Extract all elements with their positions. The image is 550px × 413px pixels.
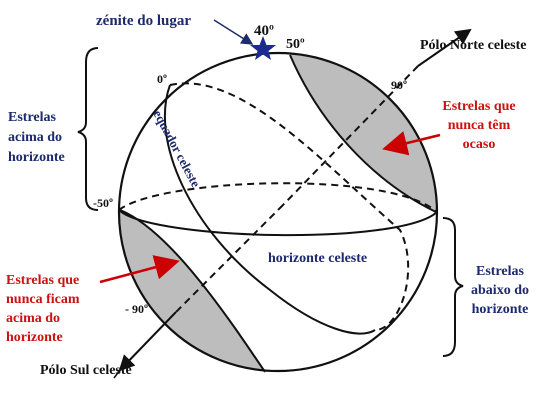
equator-back	[169, 82, 410, 331]
never-rise-line-1: Estrelas que	[6, 273, 79, 288]
horizon-front	[118, 209, 438, 237]
below-horizon-brace	[442, 217, 464, 357]
degree-minus90-label: - 90º	[125, 302, 148, 316]
degree-minus50-label: -50º	[93, 196, 113, 210]
never-rise-text: Estrelas que nunca ficam acima do horizo…	[6, 273, 80, 345]
north-pole-label: Pólo Norte celeste	[420, 38, 527, 53]
north-boundary-front	[289, 54, 437, 213]
south-pole-label: Pólo Sul celeste	[40, 363, 132, 378]
horizon-back	[118, 182, 438, 213]
below-line-2: abaixo do	[471, 283, 529, 298]
polar-axis-outer-south	[118, 311, 177, 372]
never-set-line-3: ocaso	[463, 137, 496, 152]
polar-axis-inside-north	[282, 65, 419, 206]
never-set-text: Estrelas que nunca têm ocaso	[442, 99, 515, 152]
never-set-line-2: nunca têm	[448, 118, 511, 133]
above-line-2: acima do	[8, 130, 62, 145]
zenith-arrow	[213, 19, 254, 45]
below-horizon-text: Estrelas abaixo do horizonte	[471, 264, 529, 317]
south-boundary-front	[119, 209, 266, 373]
polar-axis-inside-south	[175, 204, 284, 313]
star-icon	[250, 36, 276, 60]
above-line-1: Estrelas	[8, 110, 57, 125]
below-line-1: Estrelas	[476, 264, 525, 279]
degree-90-label: 90º	[391, 78, 407, 92]
degree-40-label: 40º	[254, 23, 274, 39]
never-rise-line-3: acima do	[6, 311, 60, 326]
never-set-line-1: Estrelas que	[442, 99, 515, 114]
south-pole-arrow-line	[113, 369, 121, 379]
never-set-arrow	[382, 131, 441, 156]
degree-0-label: 0º	[157, 72, 167, 86]
equator-front	[163, 84, 376, 335]
never-rise-arrow	[99, 255, 180, 284]
zenith-label: zénite do lugar	[96, 13, 191, 29]
degree-50-label: 50º	[286, 37, 305, 52]
horizon-label: horizonte celeste	[268, 251, 367, 266]
never-rise-line-2: nunca ficam	[6, 292, 80, 307]
polar-axis-outer-north	[417, 28, 472, 67]
below-line-3: horizonte	[472, 302, 529, 317]
above-horizon-text: Estrelas acima do horizonte	[8, 110, 65, 165]
above-line-3: horizonte	[8, 150, 65, 165]
equator-label: equador celeste	[150, 107, 203, 190]
never-rise-line-4: horizonte	[6, 330, 63, 345]
above-horizon-brace	[77, 47, 99, 211]
